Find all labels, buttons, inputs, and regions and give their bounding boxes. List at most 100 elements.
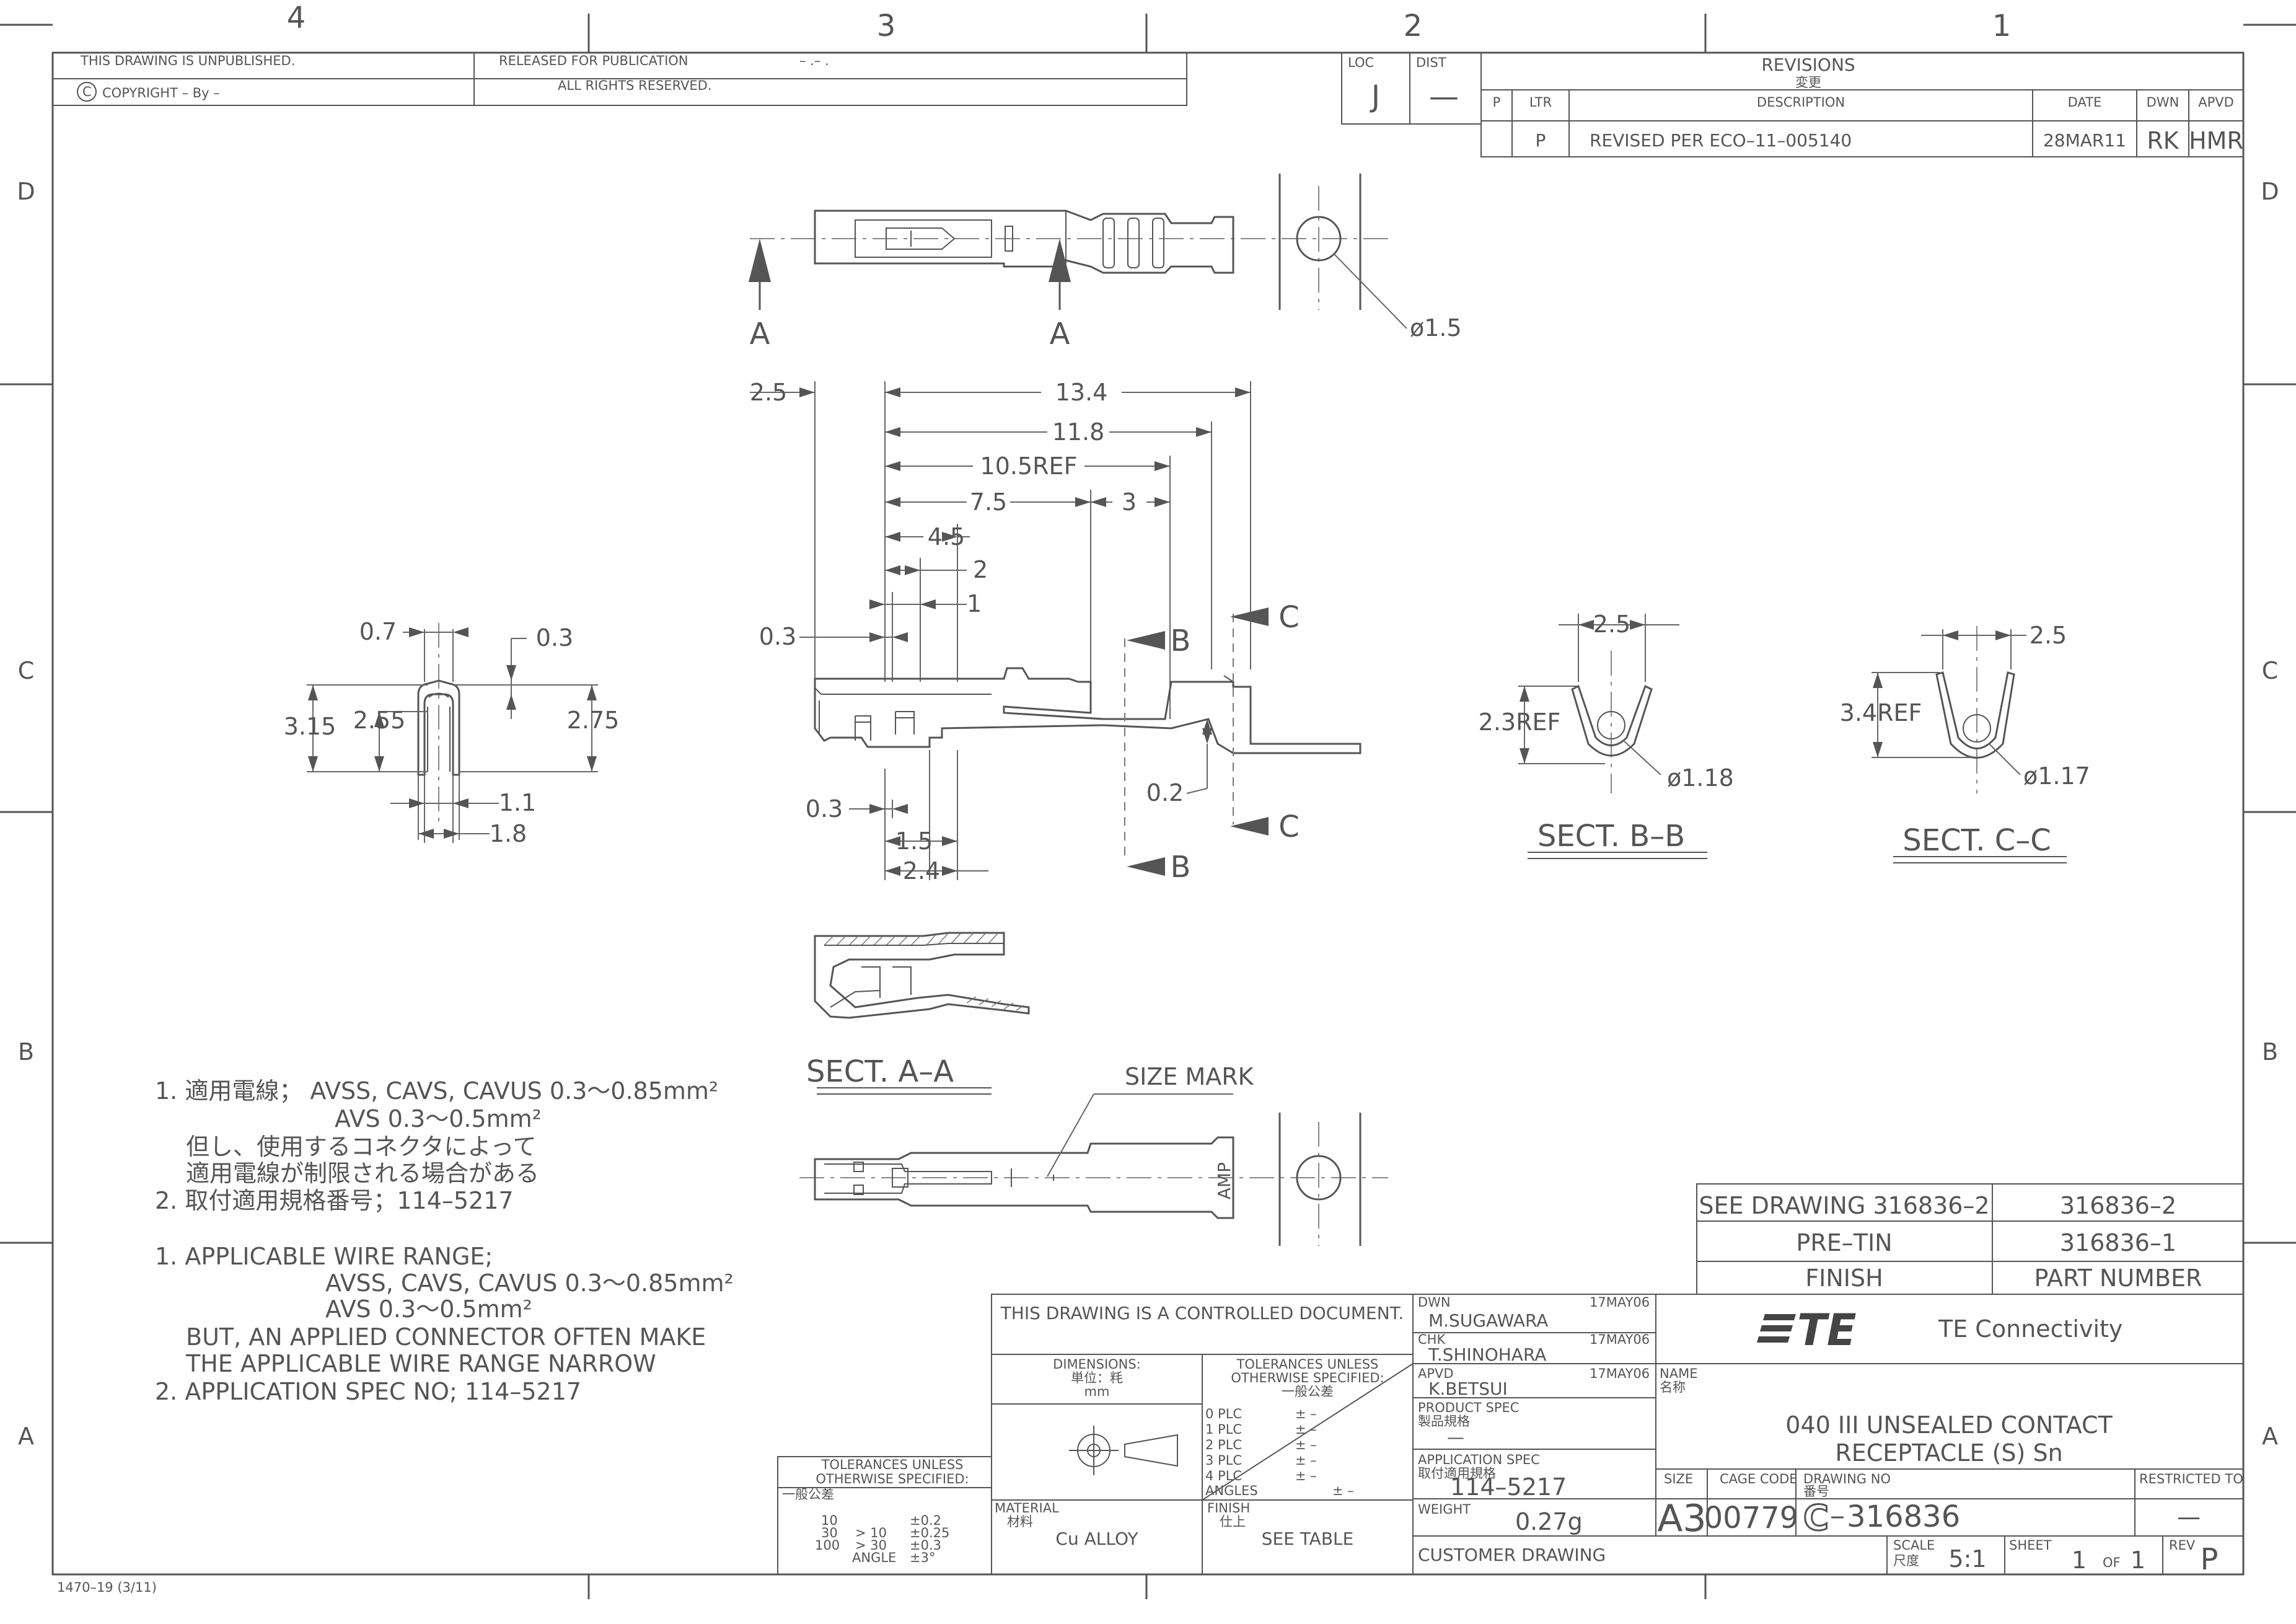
- released-date: – .– .: [799, 53, 829, 68]
- note-jp-1d: 適用電線が制限される場合がある: [186, 1160, 539, 1187]
- zone-side-d-right: D: [2261, 178, 2279, 205]
- rev-col-ltr: LTR: [1529, 95, 1552, 110]
- top-view: ø1.5 A A: [749, 174, 1462, 351]
- dim-0-2: 0.2: [1146, 779, 1184, 806]
- tol-plc-4: 4 PLC: [1205, 1468, 1242, 1483]
- amp-mark: AMP: [1214, 1162, 1234, 1199]
- tol-pm-3: ± –: [1295, 1453, 1317, 1468]
- rev-col-description: DESCRIPTION: [1757, 95, 1845, 110]
- drawing-no-label: DRAWING NO: [1803, 1472, 1891, 1486]
- revisions-title-jp: 変更: [1795, 75, 1821, 90]
- rights-reserved: ALL RIGHTS RESERVED.: [558, 78, 712, 93]
- part-row3-left: FINISH: [1805, 1264, 1883, 1292]
- side-view: 2.5 13.4 11.8 10.5REF 7.5 3 4.5 2: [750, 379, 1361, 885]
- zone-side-b: B: [18, 1038, 34, 1066]
- finish-value: SEE TABLE: [1262, 1529, 1354, 1549]
- note-jp-1c: 但し、使用するコネクタによって: [186, 1133, 536, 1160]
- note-en-1c: AVS 0.3～0.5mm²: [325, 1295, 532, 1323]
- rev-row-dwn: RK: [2147, 127, 2179, 154]
- part-name-line-2: RECEPTACLE (S) Sn: [1835, 1439, 2062, 1467]
- copyright-line: COPYRIGHT – By –: [102, 86, 220, 100]
- finish-label: FINISH: [1207, 1501, 1250, 1516]
- rev-col-p: P: [1493, 95, 1501, 110]
- general-tolerance-box: TOLERANCES UNLESS OTHERWISE SPECIFIED: 一…: [777, 1456, 992, 1575]
- note-jp-1a: 1. 適用電線； AVSS, CAVS, CAVUS 0.3～0.85mm²: [155, 1077, 718, 1105]
- copyright-symbol: C: [82, 84, 92, 99]
- material-label: MATERIAL: [995, 1501, 1059, 1516]
- note-en-1e: THE APPLICABLE WIRE RANGE NARROW: [185, 1350, 656, 1377]
- title-block: THIS DRAWING IS A CONTROLLED DOCUMENT. D…: [991, 1294, 2244, 1577]
- tol-pm-angles: ± –: [1332, 1483, 1354, 1498]
- dim-1: 1: [967, 590, 982, 617]
- dim-0-3-bottom: 0.3: [806, 795, 843, 823]
- material-value: Cu ALLOY: [1055, 1529, 1138, 1549]
- revisions-title: REVISIONS: [1761, 55, 1855, 75]
- dim-10-5-ref: 10.5REF: [980, 452, 1078, 480]
- restricted-value: —: [2177, 1503, 2201, 1530]
- cc-dim-phi-1-17: ø1.17: [2023, 762, 2090, 790]
- section-c-mark-top: C: [1278, 600, 1300, 635]
- zone-top-1: 1: [1992, 9, 2012, 43]
- cage-code-label: CAGE CODE: [1720, 1472, 1798, 1486]
- scale-jp: 尺度: [1893, 1553, 1919, 1568]
- controlled-document-notice: THIS DRAWING IS A CONTROLLED DOCUMENT.: [1000, 1303, 1404, 1323]
- tol-pm-2: ± –: [1295, 1437, 1317, 1452]
- gen-tol-r1a: 10: [821, 1513, 838, 1528]
- gen-tol-r4a: ANGLE: [852, 1550, 896, 1565]
- app-spec-label: APPLICATION SPEC: [1418, 1452, 1540, 1467]
- section-c-c: 2.5 3.4REF ø1.17 SECT. C–C: [1840, 622, 2090, 863]
- rev-row-description: REVISED PER ECO–11–005140: [1590, 130, 1852, 151]
- part-row1-right: 316836–2: [2060, 1192, 2176, 1219]
- drawing-no-jp: 番号: [1803, 1484, 1829, 1499]
- dim-1-5: 1.5: [895, 827, 933, 855]
- gen-tol-r1b: ±0.2: [910, 1513, 941, 1528]
- zone-side-d: D: [17, 178, 35, 205]
- bb-dim-2-3-ref: 2.3REF: [1479, 708, 1561, 736]
- loc-dist-block: LOC J DIST —: [1341, 52, 1482, 125]
- apvd-name: K.BETSUI: [1428, 1379, 1508, 1399]
- gen-tol-r2a: 30: [821, 1525, 838, 1540]
- zone-side-a: A: [18, 1423, 34, 1450]
- part-number-table: SEE DRAWING 316836–2 316836–2 PRE–TIN 31…: [1696, 1183, 2244, 1295]
- section-a-mark-left: A: [750, 317, 770, 351]
- cc-dim-3-4-ref: 3.4REF: [1840, 699, 1922, 726]
- apvd-date: 17MAY06: [1590, 1366, 1650, 1381]
- gen-tol-jp: 一般公差: [782, 1487, 834, 1502]
- chk-name: T.SHINOHARA: [1428, 1344, 1546, 1365]
- sheet-label: SHEET: [2009, 1538, 2052, 1553]
- dwn-date: 17MAY06: [1590, 1295, 1650, 1310]
- weight-value: 0.27g: [1515, 1508, 1583, 1535]
- dim-4-5: 4.5: [928, 523, 965, 550]
- end-dim-2-75: 2.75: [567, 707, 620, 734]
- dist-value: —: [1429, 79, 1459, 114]
- zone-side-a-right: A: [2262, 1423, 2278, 1450]
- rev-row-apvd: HMR: [2189, 127, 2243, 154]
- revisions-table: REVISIONS 変更 P LTR DESCRIPTION DATE DWN …: [1480, 52, 2244, 157]
- dimensions-label: DIMENSIONS:: [1053, 1357, 1141, 1372]
- tol-title-2: OTHERWISE SPECIFIED:: [1231, 1370, 1384, 1385]
- note-en-1d: BUT, AN APPLIED CONNECTOR OFTEN MAKE: [186, 1323, 706, 1351]
- chk-label: CHK: [1418, 1332, 1446, 1347]
- size-value: A3: [1657, 1497, 1706, 1540]
- note-en-2: 2. APPLICATION SPEC NO; 114–5217: [155, 1378, 581, 1405]
- tol-title-1: TOLERANCES UNLESS: [1236, 1357, 1379, 1372]
- loc-value: J: [1370, 79, 1380, 114]
- rev-row-ltr: P: [1536, 130, 1546, 151]
- dim-2-5: 2.5: [750, 379, 787, 406]
- gen-tol-r3c: ±0.3: [910, 1538, 941, 1553]
- scale-value: 5:1: [1948, 1545, 1986, 1573]
- gen-tol-title-2: OTHERWISE SPECIFIED:: [816, 1472, 969, 1486]
- part-row1-left: SEE DRAWING 316836–2: [1699, 1192, 1989, 1219]
- note-jp-1b: AVS 0.3～0.5mm²: [335, 1105, 542, 1132]
- end-dim-0-3: 0.3: [536, 624, 573, 651]
- bb-dim-phi-1-18: ø1.18: [1667, 764, 1734, 792]
- sheets-total: 1: [2131, 1547, 2145, 1574]
- tol-plc-1: 1 PLC: [1205, 1422, 1242, 1437]
- name-label: NAME: [1660, 1366, 1697, 1381]
- end-dim-1-1: 1.1: [499, 789, 536, 816]
- te-logo-text: TE: [1797, 1305, 1857, 1356]
- finish-jp: 仕上: [1220, 1514, 1246, 1529]
- size-mark-label: SIZE MARK: [1125, 1063, 1254, 1090]
- sheet-value: 1: [2072, 1547, 2087, 1574]
